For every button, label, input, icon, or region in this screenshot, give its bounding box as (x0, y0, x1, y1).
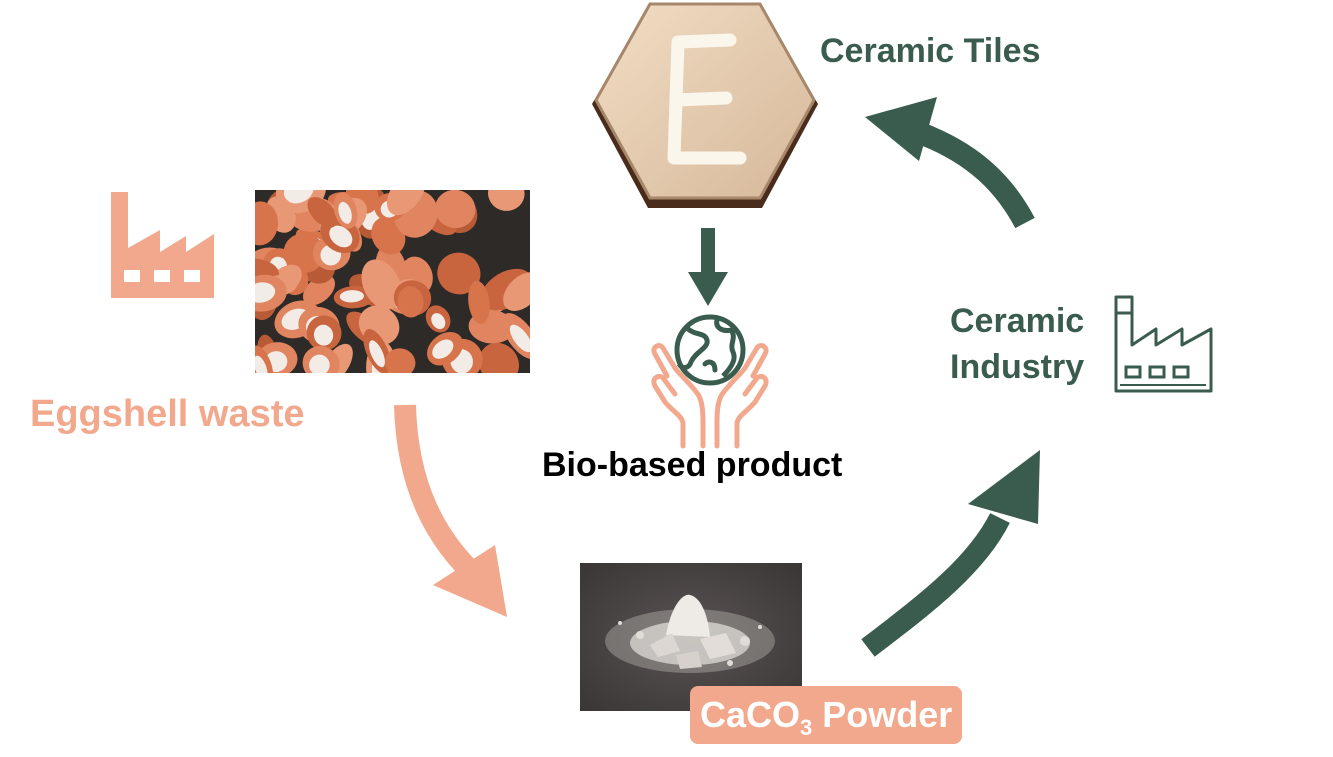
globe-in-hands-icon (651, 314, 769, 449)
factory-icon (111, 192, 214, 298)
caco3-powder-text-pre: CaCO (700, 694, 801, 735)
eggshell-to-powder-arrow (394, 404, 507, 617)
bio-based-product-label: Bio-based product (542, 446, 843, 484)
caco3-powder-subscript: 3 (800, 715, 813, 741)
ceramic-industry-label-line1: Ceramic (950, 302, 1085, 340)
tile-to-product-arrow (688, 228, 728, 306)
ceramic-tiles-label: Ceramic Tiles (820, 32, 1041, 70)
eggshell-photo (255, 190, 530, 373)
factory-outline-icon (1114, 295, 1213, 393)
caco3-powder-label: CaCO3 Powder (690, 686, 963, 744)
ceramic-industry-label-line2: Industry (950, 348, 1085, 386)
caco3-powder-text-post: Powder (812, 694, 953, 735)
eggshell-waste-label: Eggshell waste (30, 393, 305, 435)
industry-to-tiles-arrow (865, 97, 1035, 229)
ceramic-tile-photo: E (590, 0, 820, 215)
powder-to-industry-arrow (861, 450, 1040, 657)
caco3-powder-photo (580, 563, 802, 711)
